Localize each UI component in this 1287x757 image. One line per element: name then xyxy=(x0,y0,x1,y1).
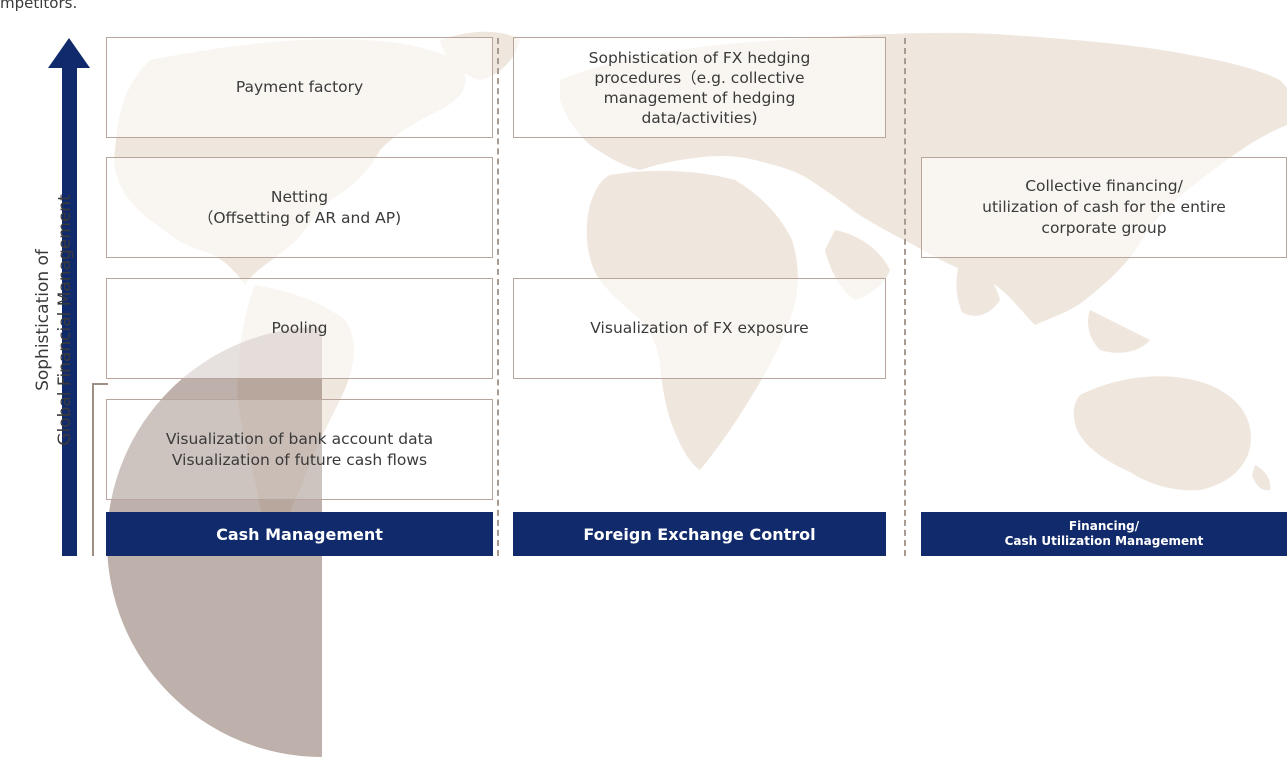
box-pooling: Pooling xyxy=(106,278,493,379)
box-text: corporate group xyxy=(1041,219,1167,237)
box-text: management of hedging xyxy=(603,88,796,107)
column-divider-1 xyxy=(497,38,499,556)
column-header-cash-management: Cash Management xyxy=(106,512,493,556)
column-header-financing: Financing/ Cash Utilization Management xyxy=(921,512,1287,556)
box-text: utilization of cash for the entire xyxy=(982,198,1226,216)
footer-line1: Cash Management xyxy=(216,524,383,544)
box-text: Pooling xyxy=(271,319,328,337)
box-text: Sophistication of FX hedging xyxy=(588,48,811,67)
baseline-bracket xyxy=(92,383,108,556)
box-text: Visualization of FX exposure xyxy=(590,319,809,337)
footer-line2: Cash Utilization Management xyxy=(1004,534,1204,548)
box-text: procedures（e.g. collective xyxy=(594,68,805,87)
box-text: Netting xyxy=(270,187,329,206)
box-text: Collective financing/ xyxy=(1025,177,1183,195)
box-fx-exposure: Visualization of FX exposure xyxy=(513,278,886,379)
top-text-fragment: mpetitors. xyxy=(0,0,78,12)
box-text: （Offsetting of AR and AP) xyxy=(197,208,402,227)
y-axis-label-line2: Global Financial Management xyxy=(55,194,75,446)
box-netting: Netting （Offsetting of AR and AP) xyxy=(106,157,493,258)
box-text: Visualization of future cash flows xyxy=(171,450,428,469)
footer-line1: Foreign Exchange Control xyxy=(583,524,816,544)
column-header-foreign-exchange-control: Foreign Exchange Control xyxy=(513,512,886,556)
box-fx-hedging: Sophistication of FX hedging procedures（… xyxy=(513,37,886,138)
box-payment-factory: Payment factory xyxy=(106,37,493,138)
footer-line1: Financing/ xyxy=(1068,519,1140,533)
y-axis-arrow-shaft xyxy=(62,66,77,556)
box-text: data/activities) xyxy=(641,108,758,127)
box-collective-financing: Collective financing/ utilization of cas… xyxy=(921,157,1287,258)
box-text: Payment factory xyxy=(235,78,364,96)
y-axis-label-line1: Sophistication of xyxy=(33,249,53,391)
arrow-up-icon xyxy=(48,38,90,68)
column-divider-2 xyxy=(904,38,906,556)
y-axis-label: Sophistication of Global Financial Manag… xyxy=(32,80,92,560)
box-visualization-bank: Visualization of bank account data Visua… xyxy=(106,399,493,500)
box-text: Visualization of bank account data xyxy=(165,429,434,448)
